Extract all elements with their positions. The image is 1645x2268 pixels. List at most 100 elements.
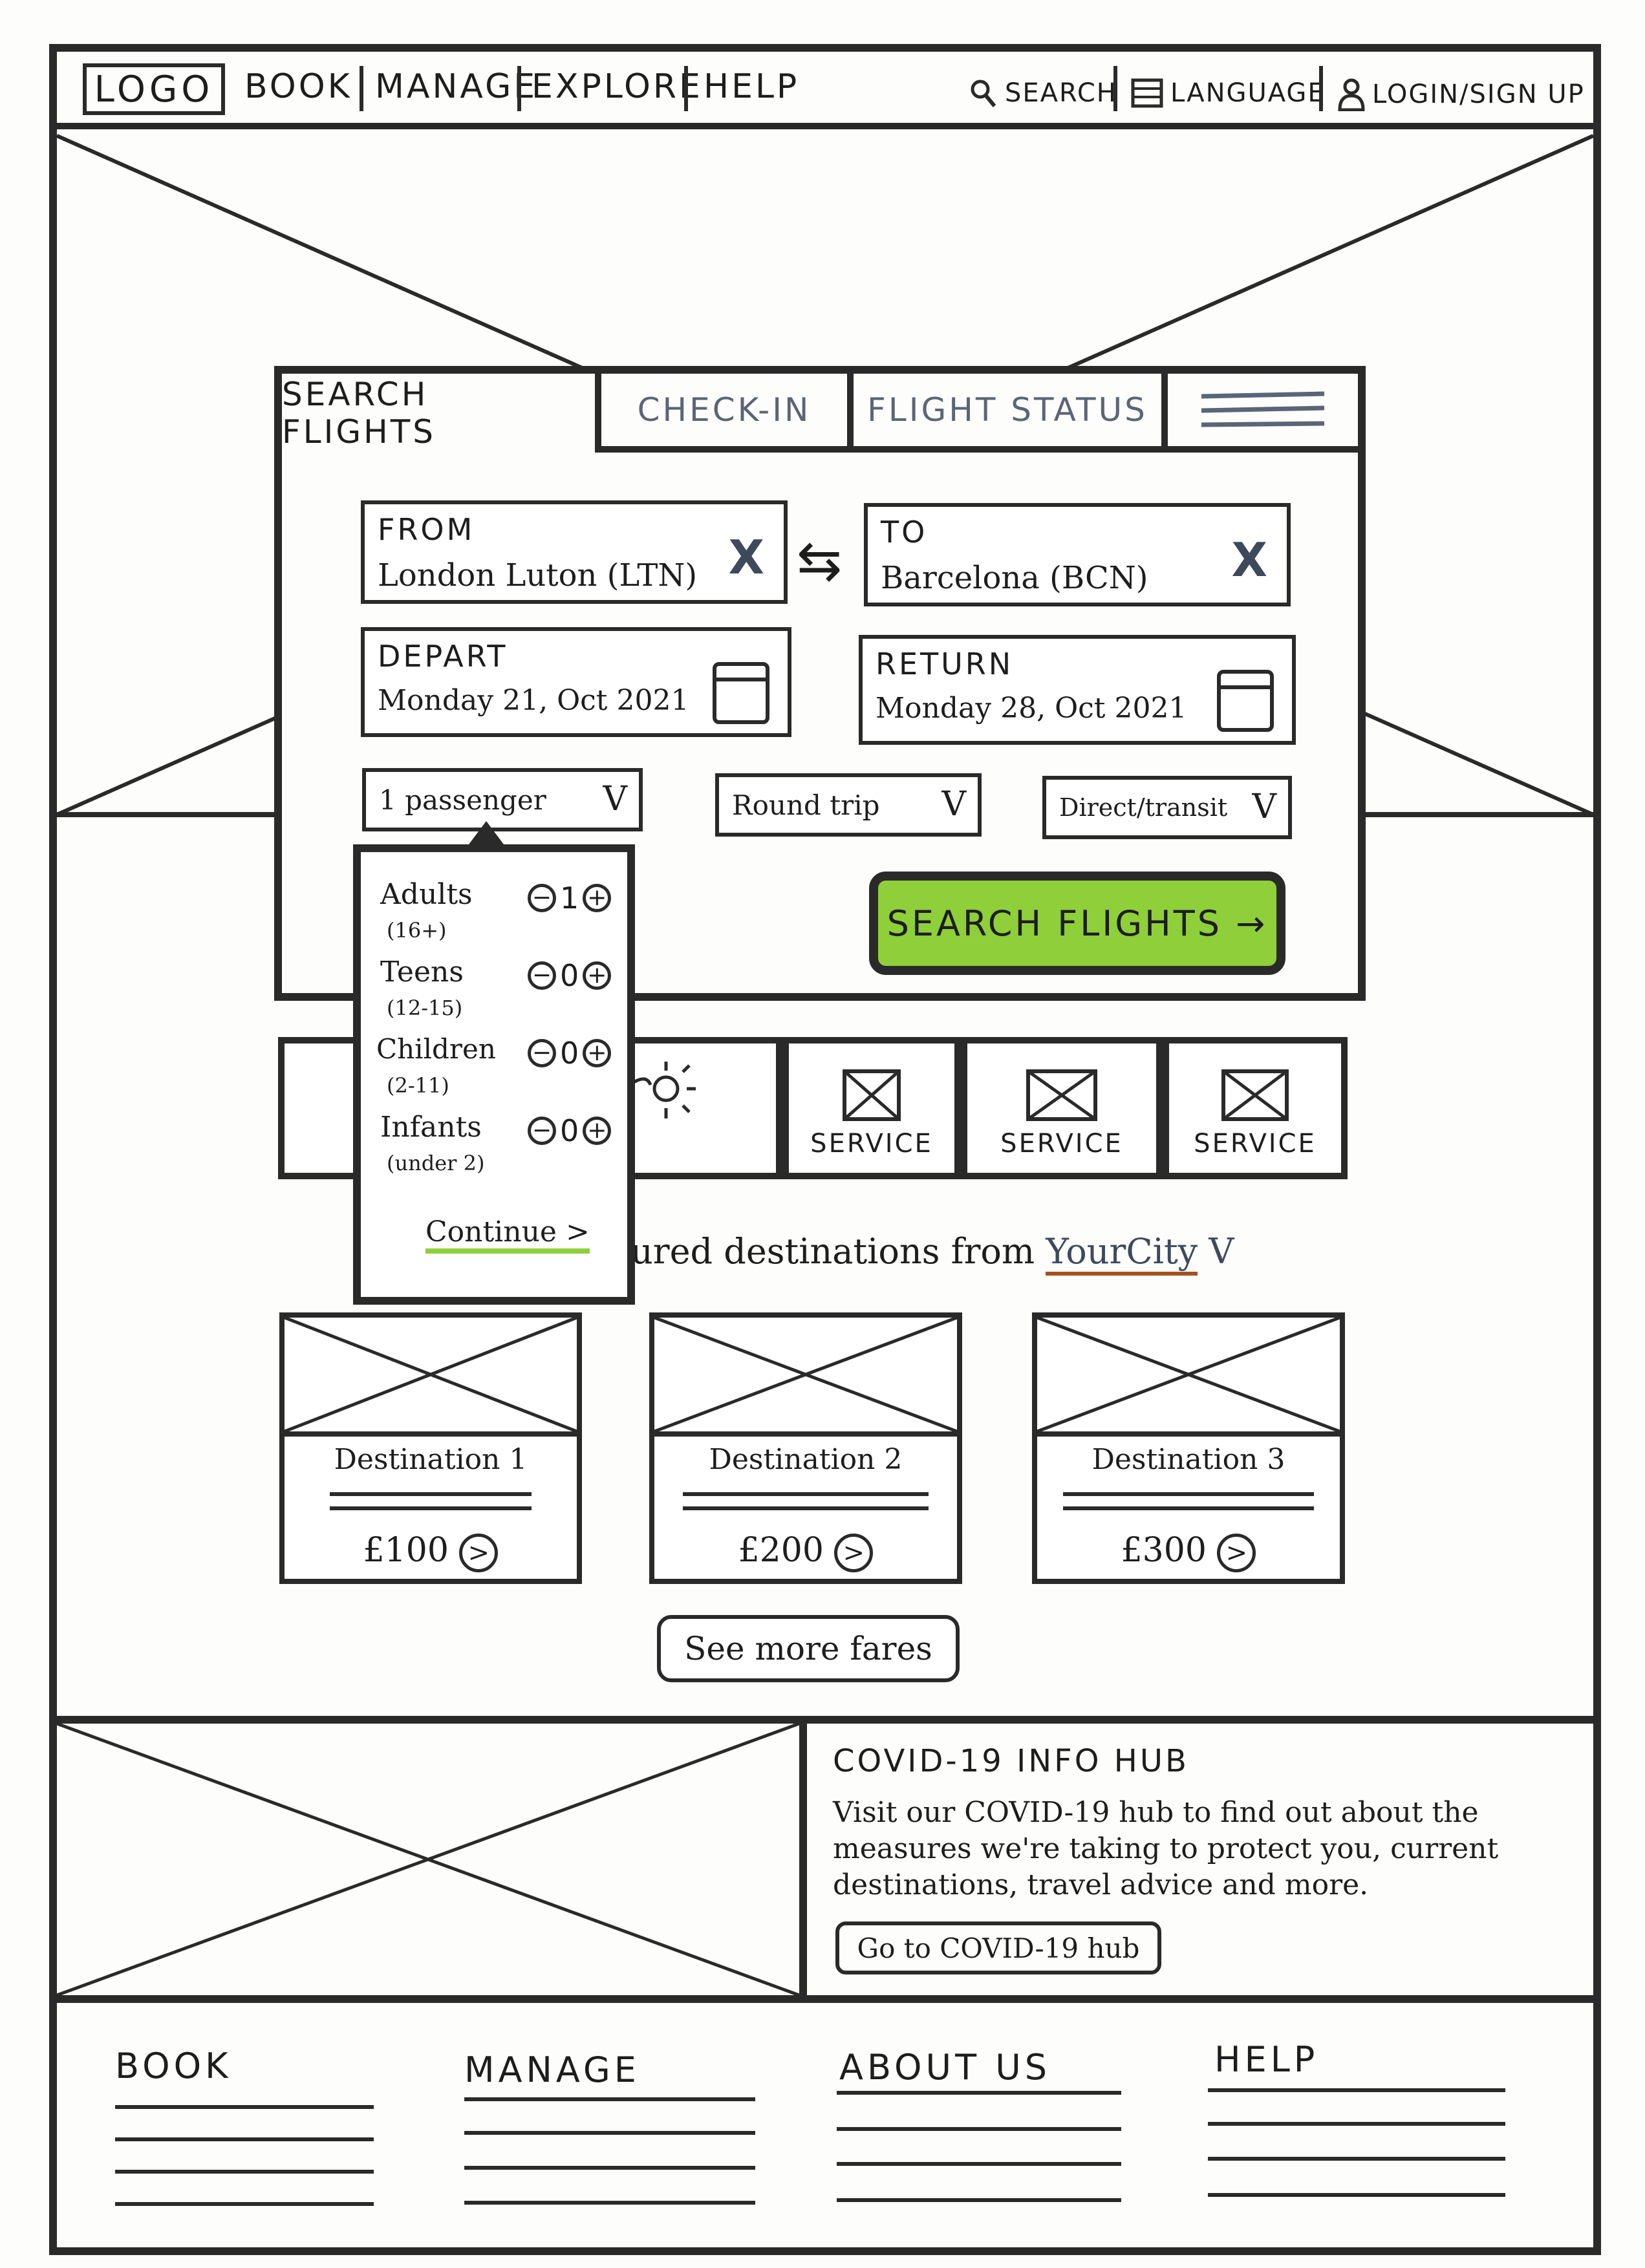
search-flights-button[interactable]: SEARCH FLIGHTS →: [869, 872, 1285, 975]
logo[interactable]: LOGO: [83, 63, 225, 115]
from-field[interactable]: FROM London Luton (LTN) X: [361, 500, 788, 604]
arrow-right-icon[interactable]: >: [834, 1533, 874, 1572]
clear-to-icon[interactable]: X: [1231, 533, 1267, 587]
covid-hub-button[interactable]: Go to COVID-19 hub: [835, 1921, 1161, 1974]
adults-age: (16+): [387, 918, 447, 943]
adults-label: Adults: [380, 878, 473, 911]
featured-destinations-heading: ured destinations from YourCity V: [630, 1231, 1234, 1276]
footer-heading-book: BOOK: [115, 2046, 232, 2086]
nav-manage[interactable]: MANAGE: [375, 67, 538, 106]
chevron-down-icon: V: [603, 780, 627, 818]
continue-button[interactable]: Continue >: [425, 1215, 590, 1254]
depart-value: Monday 21, Oct 2021: [378, 684, 689, 717]
calendar-icon[interactable]: [1217, 670, 1274, 732]
login-link[interactable]: LOGIN/SIGN UP: [1337, 78, 1585, 111]
teens-stepper: − 0 +: [528, 958, 612, 993]
return-label: RETURN: [876, 647, 1014, 681]
plus-icon[interactable]: +: [583, 1117, 612, 1145]
chevron-down-icon: V: [941, 785, 966, 824]
to-field[interactable]: TO Barcelona (BCN) X: [864, 503, 1291, 606]
infants-label: Infants: [380, 1111, 482, 1144]
minus-icon[interactable]: −: [528, 1039, 556, 1067]
return-date-field[interactable]: RETURN Monday 28, Oct 2021: [859, 635, 1296, 745]
top-nav-bar: LOGO BOOK MANAGE EXPLORE HELP SEARCH LAN…: [57, 52, 1593, 129]
language-label: LANGUAGE: [1170, 78, 1326, 108]
minus-icon[interactable]: −: [528, 884, 556, 912]
search-label: SEARCH: [1005, 78, 1117, 108]
arrow-right-icon[interactable]: >: [1217, 1533, 1256, 1572]
destination-name: Destination 3: [1091, 1443, 1285, 1476]
footer-heading-help: HELP: [1214, 2039, 1319, 2080]
depart-label: DEPART: [378, 639, 508, 674]
covid-description: Visit our COVID-19 hub to find out about…: [833, 1796, 1499, 1901]
nav-separator: [684, 66, 688, 111]
service-label: SERVICE: [810, 1129, 933, 1159]
destination-image-placeholder: [285, 1318, 577, 1437]
destination-price: £200 >: [654, 1531, 957, 1572]
from-value: London Luton (LTN): [378, 557, 698, 594]
teens-label: Teens: [380, 956, 464, 989]
children-count: 0: [560, 1036, 579, 1071]
minus-icon[interactable]: −: [528, 1117, 556, 1145]
service-tile[interactable]: SERVICE: [961, 1037, 1163, 1179]
calendar-icon[interactable]: [713, 662, 769, 724]
children-label: Children: [376, 1033, 496, 1065]
nav-book[interactable]: BOOK: [244, 67, 352, 106]
adults-stepper: − 1 +: [528, 881, 612, 915]
menu-icon: [1201, 391, 1325, 427]
depart-date-field[interactable]: DEPART Monday 21, Oct 2021: [361, 627, 791, 737]
city-selector[interactable]: YourCity: [1046, 1231, 1198, 1276]
destination-price: £300 >: [1037, 1531, 1340, 1572]
popup-caret: [467, 821, 506, 847]
nav-explore[interactable]: EXPLORE: [532, 67, 703, 106]
search-link[interactable]: SEARCH: [967, 78, 1117, 109]
destination-image-placeholder: [654, 1318, 957, 1437]
infants-age: (under 2): [387, 1151, 485, 1175]
from-label: FROM: [378, 512, 475, 547]
plus-icon[interactable]: +: [583, 884, 612, 912]
language-icon: [1131, 78, 1163, 108]
footer-heading-about-us: ABOUT US: [839, 2047, 1051, 2088]
nav-separator: [517, 66, 521, 111]
trip-type-dropdown[interactable]: Round trip V: [715, 773, 982, 837]
arrow-right-icon[interactable]: >: [459, 1533, 499, 1572]
tab-more-menu[interactable]: [1161, 374, 1358, 453]
destination-card[interactable]: Destination 1 £100 >: [279, 1312, 582, 1584]
service-tile[interactable]: SERVICE: [1163, 1037, 1348, 1179]
passengers-dropdown[interactable]: 1 passenger V: [362, 768, 643, 831]
nav-separator: [1319, 66, 1323, 111]
plus-icon[interactable]: +: [583, 1039, 612, 1067]
tab-search-flights[interactable]: SEARCH FLIGHTS: [282, 374, 595, 453]
nav-separator: [360, 66, 363, 111]
infants-count: 0: [560, 1113, 579, 1148]
nav-help[interactable]: HELP: [704, 67, 800, 106]
destination-card[interactable]: Destination 3 £300 >: [1032, 1312, 1345, 1584]
service-label: SERVICE: [1000, 1129, 1123, 1159]
children-stepper: − 0 +: [528, 1036, 612, 1071]
tab-flight-status[interactable]: FLIGHT STATUS: [847, 374, 1161, 453]
nav-separator: [1113, 66, 1117, 111]
to-label: TO: [881, 515, 928, 550]
search-icon: [971, 80, 996, 107]
destination-price: £100 >: [285, 1531, 577, 1572]
destination-card[interactable]: Destination 2 £200 >: [649, 1312, 962, 1584]
teens-count: 0: [560, 958, 579, 993]
language-link[interactable]: LANGUAGE: [1130, 78, 1326, 109]
destination-name: Destination 2: [709, 1443, 903, 1476]
see-more-fares-button[interactable]: See more fares: [657, 1615, 960, 1682]
minus-icon[interactable]: −: [528, 961, 556, 990]
service-tile[interactable]: SERVICE: [782, 1037, 961, 1179]
tab-check-in[interactable]: CHECK-IN: [595, 374, 847, 453]
destination-name: Destination 1: [334, 1443, 528, 1476]
login-label: LOGIN/SIGN UP: [1372, 80, 1585, 109]
clear-from-icon[interactable]: X: [728, 530, 764, 584]
stops-dropdown[interactable]: Direct/transit V: [1042, 776, 1292, 839]
chevron-down-icon[interactable]: V: [1209, 1231, 1234, 1272]
teens-age: (12-15): [387, 996, 463, 1020]
featured-text: ured destinations from: [630, 1231, 1035, 1272]
swap-icon[interactable]: ⇆: [797, 529, 843, 592]
plus-icon[interactable]: +: [583, 961, 612, 990]
footer-heading-manage: MANAGE: [464, 2049, 640, 2090]
children-age: (2-11): [387, 1073, 449, 1098]
service-label: SERVICE: [1194, 1129, 1317, 1159]
